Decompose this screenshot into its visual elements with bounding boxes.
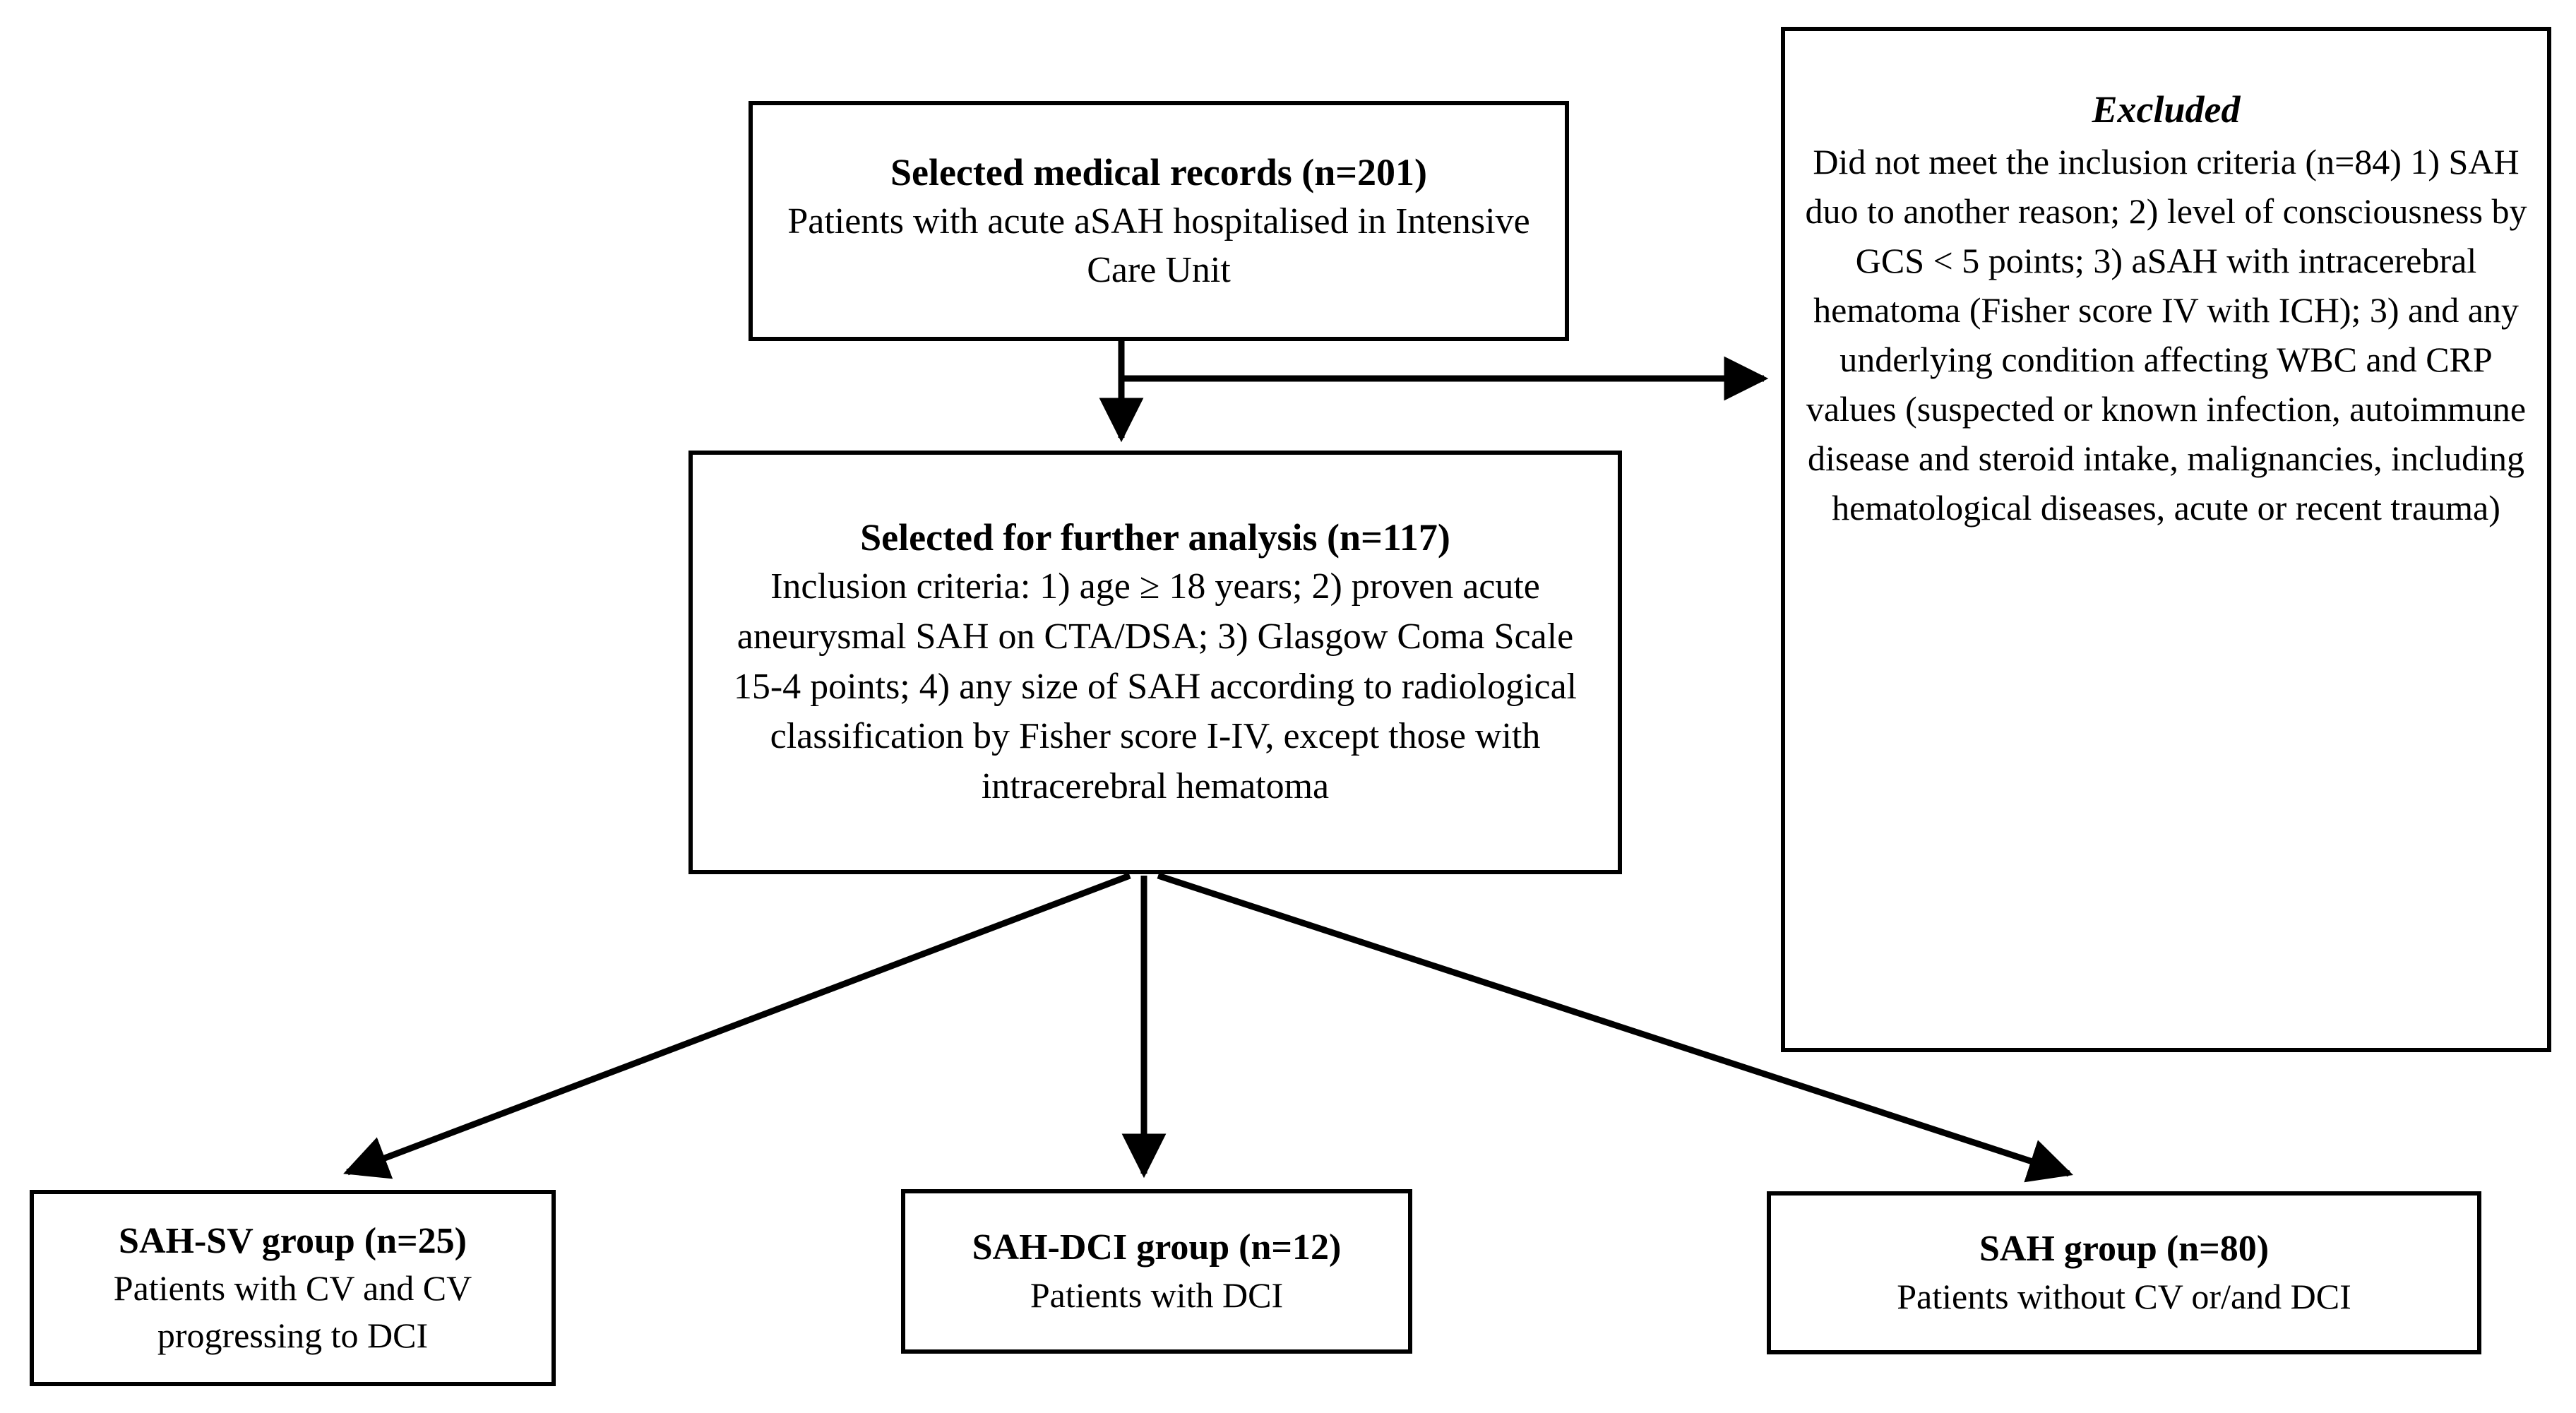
node-body: Patients with DCI <box>1030 1275 1284 1316</box>
node-selected-medical-records: Selected medical records (n=201) Patient… <box>749 101 1569 341</box>
node-body: Did not meet the inclusion criteria (n=8… <box>1805 142 2527 528</box>
node-body: Inclusion criteria: 1) age ≥ 18 years; 2… <box>733 566 1578 807</box>
node-title: Selected for further analysis (n=117) <box>860 516 1450 559</box>
node-body: Patients with CV and CV progressing to D… <box>113 1268 472 1355</box>
connector-analysis-to-group-sv <box>343 872 1131 1179</box>
node-selected-for-further-analysis: Selected for further analysis (n=117) In… <box>688 451 1622 874</box>
node-title: SAH-SV group (n=25) <box>119 1220 467 1261</box>
node-body: Patients without CV or/and DCI <box>1897 1277 2351 1317</box>
node-sah-group: SAH group (n=80) Patients without CV or/… <box>1767 1191 2481 1354</box>
node-body: Patients with acute aSAH hospitalised in… <box>787 201 1530 291</box>
node-title: Selected medical records (n=201) <box>890 150 1428 193</box>
node-excluded: Excluded Did not meet the inclusion crit… <box>1781 27 2551 1052</box>
node-title: SAH group (n=80) <box>1979 1229 2270 1270</box>
node-sah-sv-group: SAH-SV group (n=25) Patients with CV and… <box>30 1190 556 1386</box>
node-sah-dci-group: SAH-DCI group (n=12) Patients with DCI <box>901 1189 1412 1354</box>
node-title: SAH-DCI group (n=12) <box>972 1227 1342 1268</box>
node-title: Excluded <box>2092 88 2241 131</box>
